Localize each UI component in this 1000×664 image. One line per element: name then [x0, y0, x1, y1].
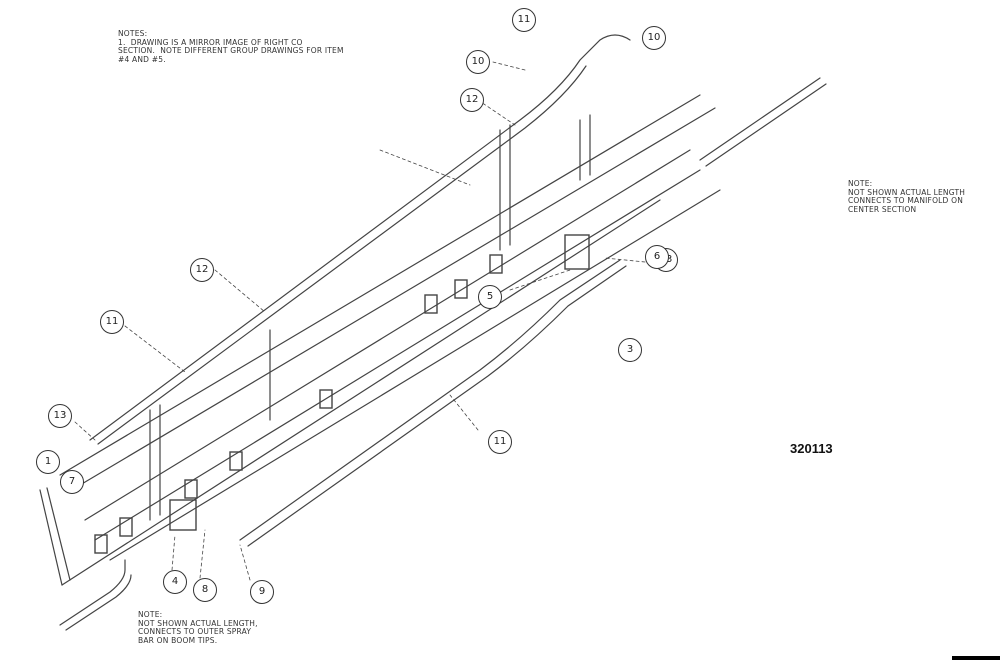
upper-tube	[89, 34, 631, 445]
callout-1: 1	[36, 450, 60, 474]
callout-4: 4	[163, 570, 187, 594]
callout-12-upper: 12	[460, 88, 484, 112]
callout-9: 9	[250, 580, 274, 604]
nozzle-bodies	[94, 234, 590, 554]
callout-11-left: 11	[100, 310, 124, 334]
callout-10-left: 10	[466, 50, 490, 74]
lower-hose	[239, 259, 627, 547]
leader-lines	[74, 61, 646, 581]
callout-11-lower: 11	[488, 430, 512, 454]
drawing-number: 320113	[790, 441, 833, 456]
center-hose-note: NOTE: NOT SHOWN ACTUAL LENGTH CONNECTS T…	[848, 179, 966, 214]
tip-hose-note: NOTE: NOT SHOWN ACTUAL LENGTH, CONNECTS …	[138, 610, 258, 645]
tip-hose	[59, 559, 132, 631]
callout-10-right: 10	[642, 26, 666, 50]
callout-12-left: 12	[190, 258, 214, 282]
callout-6: 6	[645, 245, 669, 269]
callout-3: 3	[618, 338, 642, 362]
callout-8: 8	[193, 578, 217, 602]
callout-11-top: 11	[512, 8, 536, 32]
callout-7: 7	[60, 470, 84, 494]
page-edge-bar	[952, 656, 1000, 660]
callout-13-left: 13	[48, 404, 72, 428]
boom-frame	[39, 94, 721, 586]
callout-5: 5	[478, 285, 502, 309]
drawing-notes: NOTES: 1. DRAWING IS A MIRROR IMAGE OF R…	[118, 29, 344, 64]
center-hose	[699, 77, 827, 167]
